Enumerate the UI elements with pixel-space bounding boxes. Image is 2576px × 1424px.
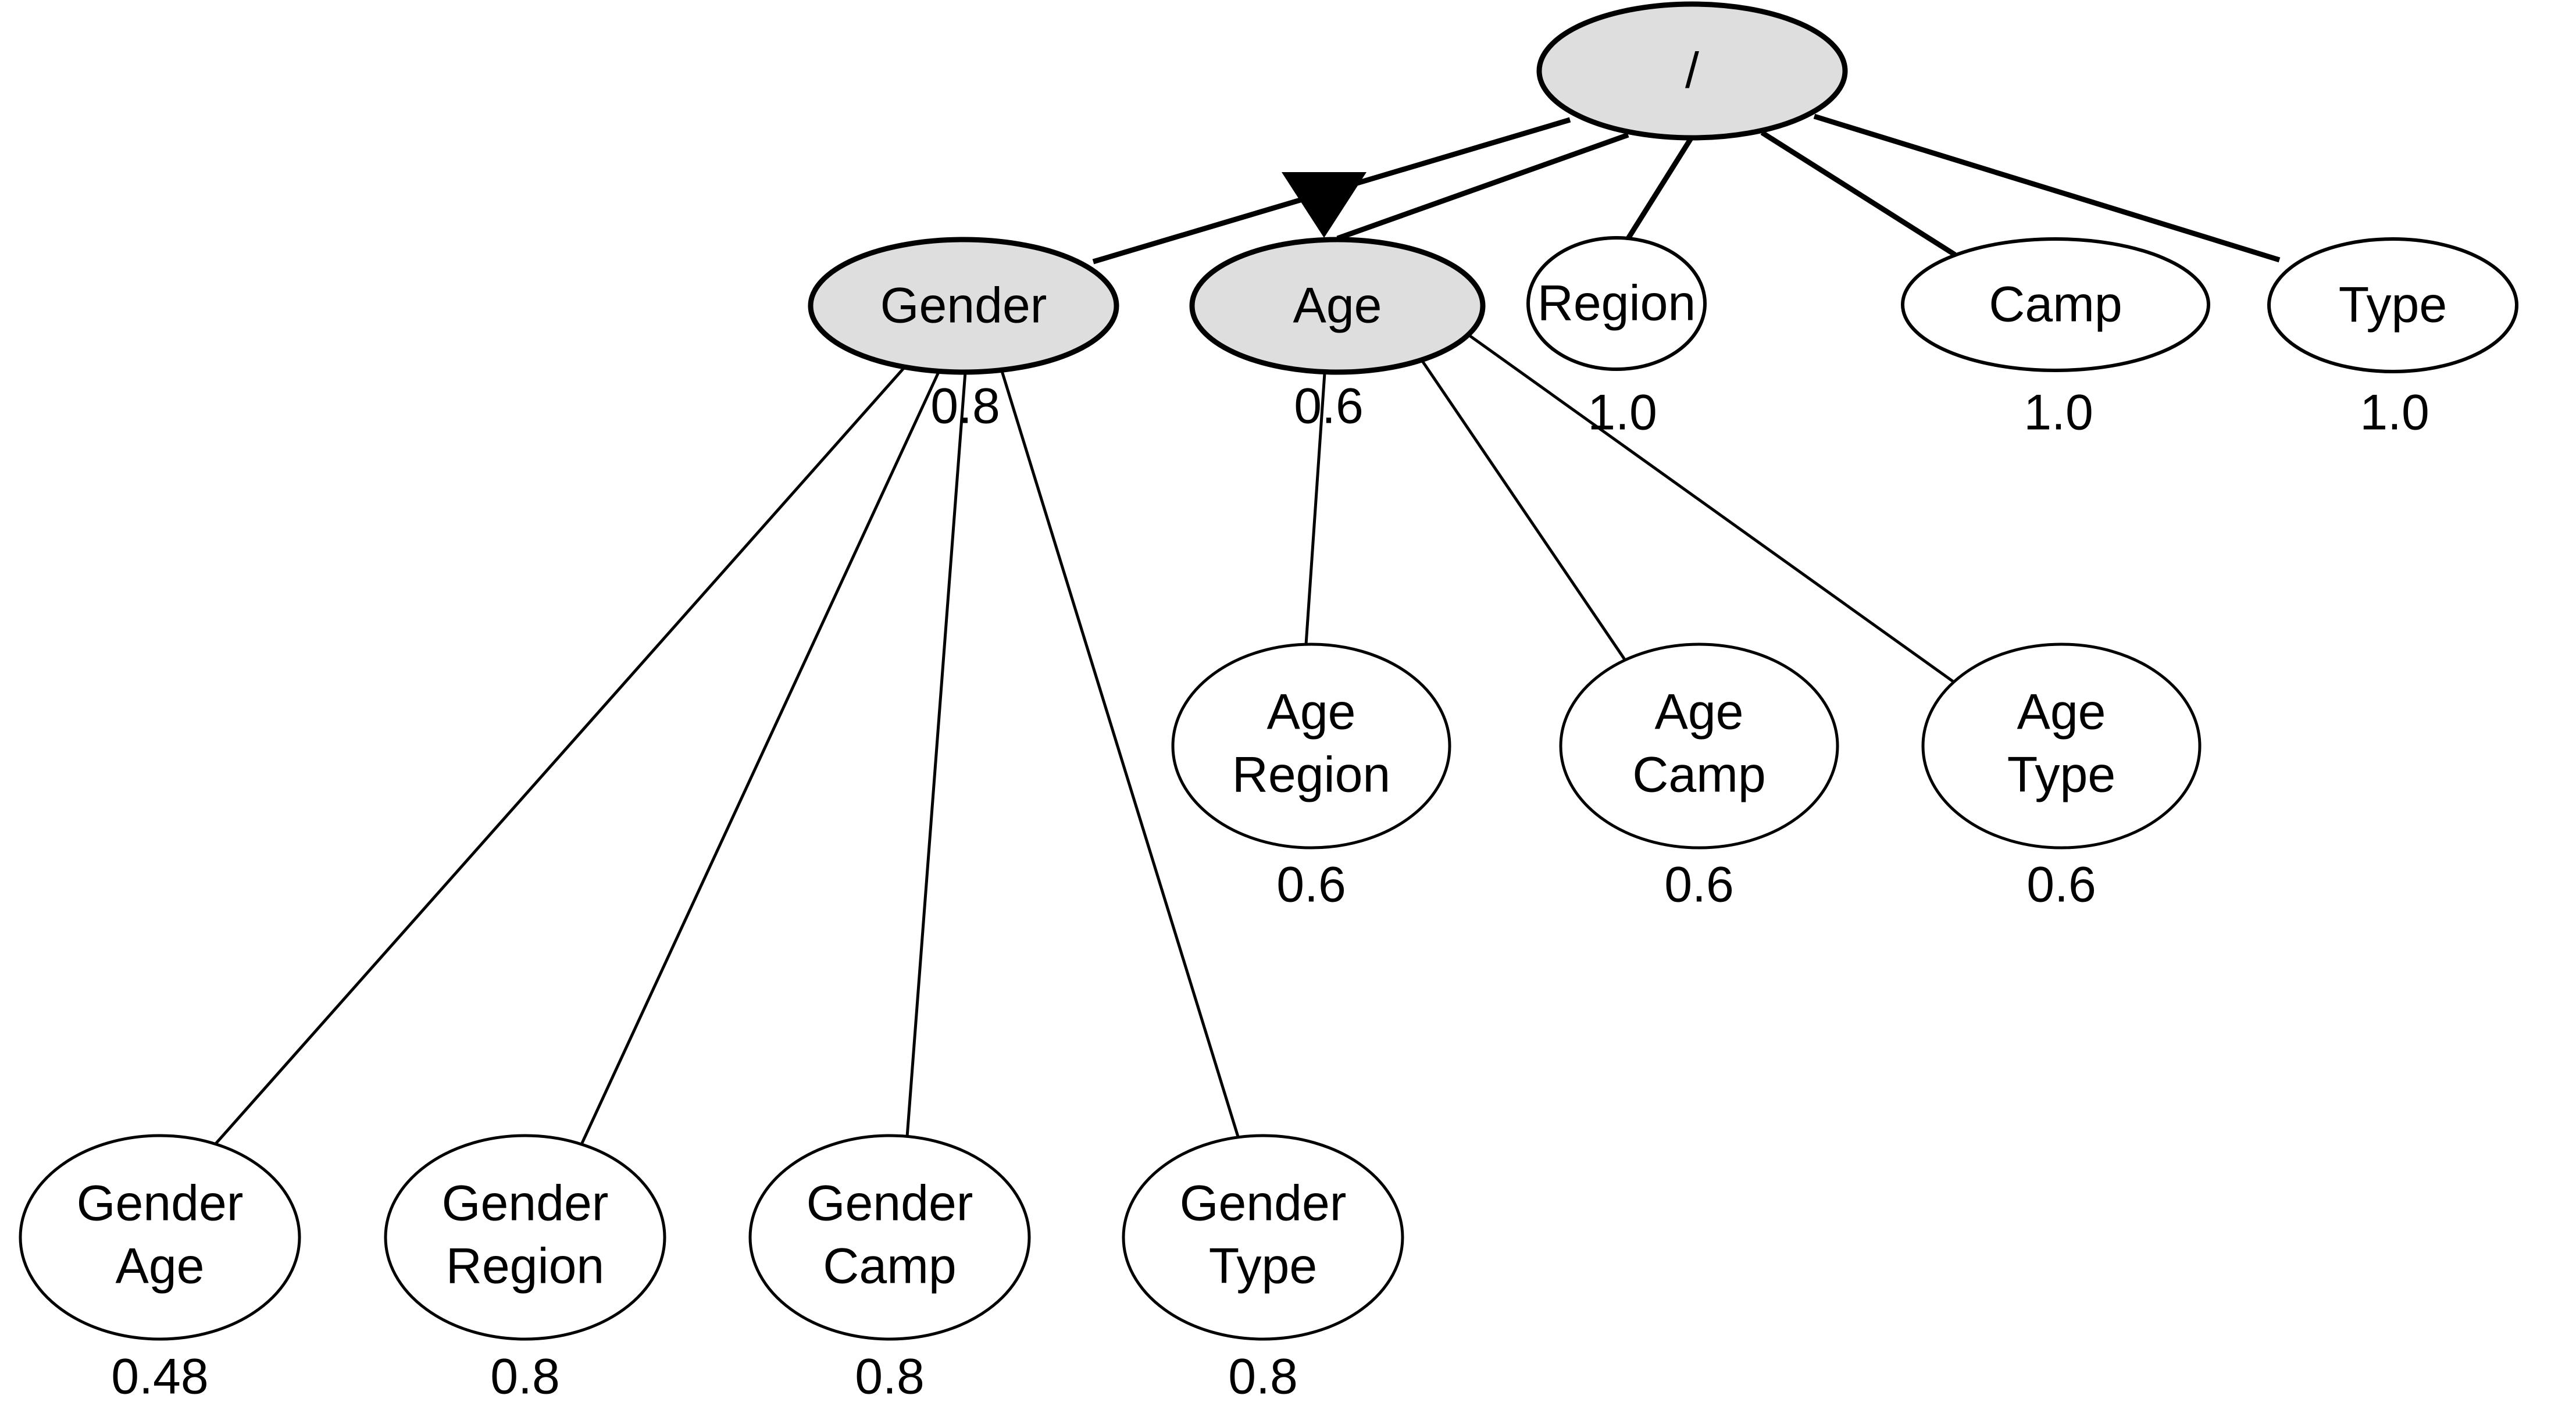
node-region-ellipse[interactable]: [1526, 236, 1707, 371]
edge-root-region: [1626, 137, 1693, 240]
node-root[interactable]: /: [1536, 1, 1848, 141]
node-camp-score: 1.0: [2024, 385, 2093, 441]
node-gender-type[interactable]: Gender Type 0.8: [1122, 1134, 1404, 1405]
node-gender-region-label-line1: Gender: [442, 1176, 609, 1232]
node-gender-type-label-line2: Type: [1209, 1239, 1317, 1294]
node-age-region-score: 0.6: [1276, 857, 1346, 913]
node-age-label: Age: [1293, 278, 1382, 334]
node-age-camp-score: 0.6: [1664, 857, 1734, 913]
node-gender-region[interactable]: Gender Region 0.8: [384, 1134, 666, 1405]
node-type-label: Type: [2339, 277, 2447, 333]
node-gender[interactable]: Gender 0.8: [808, 237, 1119, 434]
node-type-ellipse[interactable]: [2267, 237, 2518, 373]
node-age-camp-label-line1: Age: [1654, 684, 1743, 740]
node-camp-ellipse[interactable]: [1901, 237, 2210, 372]
node-age-camp-ellipse[interactable]: [1559, 643, 1839, 850]
node-age-camp[interactable]: Age Camp 0.6: [1559, 643, 1839, 913]
node-gender-type-score: 0.8: [1228, 1349, 1298, 1405]
node-age-type-label-line2: Type: [2007, 747, 2115, 803]
node-age-type[interactable]: Age Type 0.6: [1921, 643, 2202, 913]
edge-root-age: [1336, 132, 1629, 241]
node-camp-label: Camp: [1989, 277, 2122, 333]
edge-root-type: [1813, 113, 2281, 263]
node-age-camp-label-line2: Camp: [1632, 747, 1765, 803]
node-gender-region-label-line2: Region: [446, 1239, 605, 1294]
node-gender-age-score: 0.48: [111, 1349, 208, 1405]
node-gender-type-ellipse[interactable]: [1122, 1134, 1404, 1341]
node-gender-camp-label-line1: Gender: [807, 1176, 973, 1232]
node-gender-camp-score: 0.8: [855, 1349, 925, 1405]
node-age[interactable]: Age 0.6: [1189, 237, 1486, 434]
node-gender-camp-ellipse[interactable]: [748, 1134, 1031, 1341]
cursor-triangle-icon: [1282, 172, 1367, 238]
node-camp[interactable]: Camp 1.0: [1901, 237, 2210, 441]
node-age-type-ellipse[interactable]: [1921, 643, 2202, 850]
node-age-score: 0.6: [1294, 379, 1364, 434]
node-type-score: 1.0: [2360, 385, 2429, 441]
node-age-region-label-line1: Age: [1266, 684, 1355, 740]
node-age-type-score: 0.6: [2026, 857, 2096, 913]
node-gender-ellipse[interactable]: [808, 237, 1119, 375]
edge-age-ageregion: [1304, 373, 1326, 645]
node-gender-camp[interactable]: Gender Camp 0.8: [748, 1134, 1031, 1405]
node-gender-score: 0.8: [930, 379, 1000, 434]
node-root-label: /: [1685, 43, 1699, 99]
edge-gender-gendertype: [1000, 369, 1240, 1139]
edge-age-agetype: [1464, 331, 1961, 688]
node-region[interactable]: Region 1.0: [1526, 236, 1707, 441]
node-age-region-ellipse[interactable]: [1171, 643, 1451, 850]
edge-age-agecamp: [1417, 355, 1630, 666]
edge-gender-genderage: [214, 365, 907, 1145]
node-age-region[interactable]: Age Region 0.6: [1171, 643, 1451, 913]
node-gender-region-score: 0.8: [490, 1349, 560, 1405]
node-gender-age-label-line2: Age: [115, 1239, 204, 1294]
edge-root-camp: [1760, 130, 1957, 257]
node-gender-age-ellipse[interactable]: [19, 1134, 301, 1341]
node-gender-type-label-line1: Gender: [1180, 1176, 1347, 1232]
node-gender-age-label-line1: Gender: [77, 1176, 244, 1232]
node-gender-age[interactable]: Gender Age 0.48: [19, 1134, 301, 1405]
node-age-type-label-line1: Age: [2017, 684, 2106, 740]
node-region-score: 1.0: [1587, 385, 1657, 441]
node-type[interactable]: Type 1.0: [2267, 237, 2518, 441]
node-root-ellipse[interactable]: [1536, 1, 1848, 141]
node-gender-region-ellipse[interactable]: [384, 1134, 666, 1341]
node-age-ellipse[interactable]: [1189, 237, 1486, 375]
edge-gender-genderregion: [580, 370, 941, 1145]
edge-group: [214, 113, 2281, 1145]
node-region-label: Region: [1537, 276, 1696, 331]
node-gender-camp-label-line2: Camp: [823, 1239, 956, 1294]
edge-gender-gendercamp: [905, 372, 967, 1137]
node-age-region-label-line2: Region: [1232, 747, 1391, 803]
node-gender-label: Gender: [880, 278, 1047, 334]
